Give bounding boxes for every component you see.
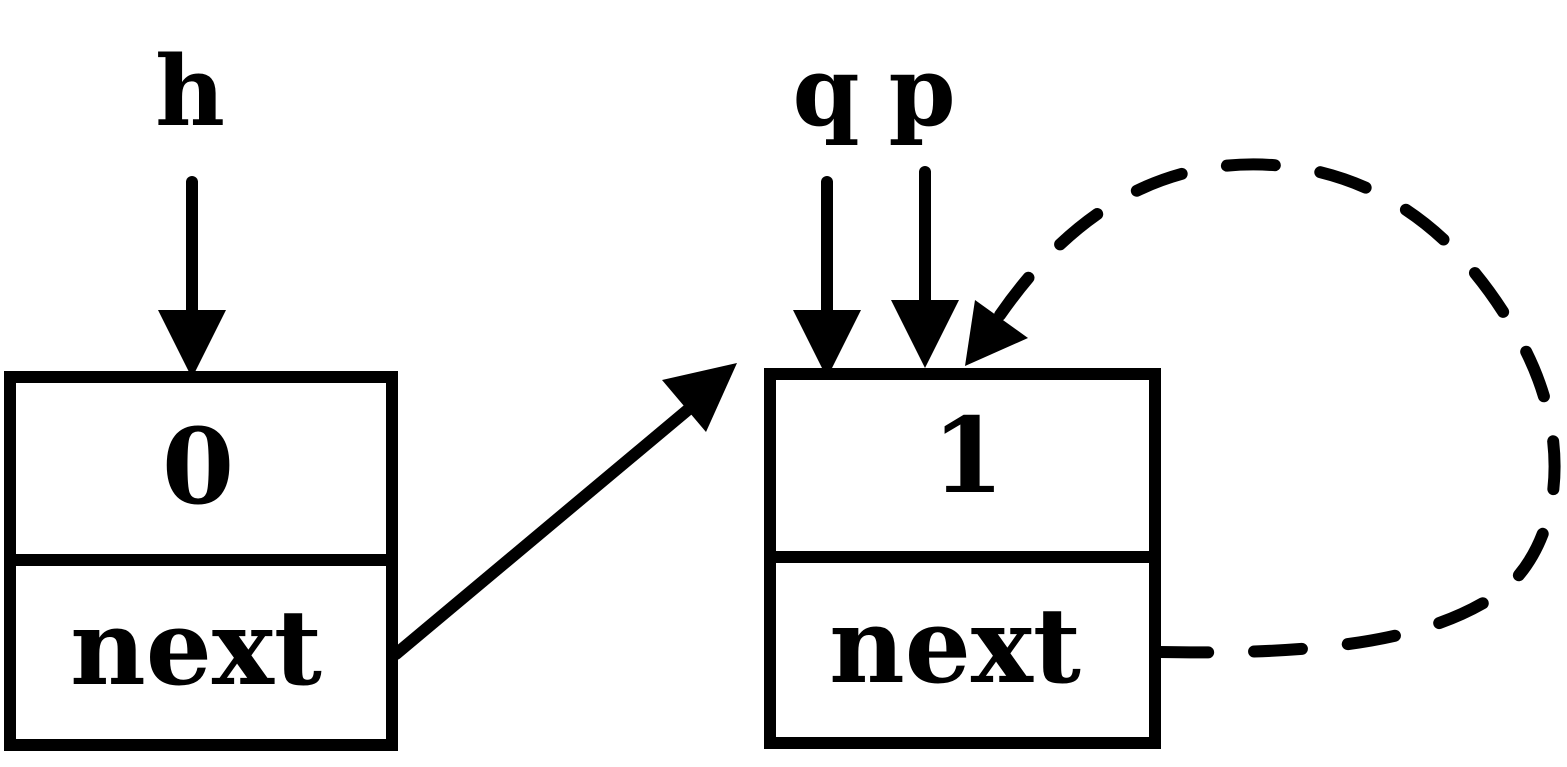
self-loop-dashed-line xyxy=(994,158,1561,659)
node-1-value: 1 xyxy=(932,394,1004,517)
pointer-h-label: h xyxy=(155,35,225,148)
pointer-q: q xyxy=(792,35,861,378)
link-node0-to-node1 xyxy=(390,363,737,660)
link-node0-arrowhead xyxy=(662,363,737,432)
pointer-p-arrowhead xyxy=(891,300,959,368)
pointer-q-arrowhead xyxy=(793,310,861,378)
link-node0-line xyxy=(390,402,696,660)
pointer-p-label: p xyxy=(888,35,955,148)
node-0-value: 0 xyxy=(162,405,234,528)
list-node-1: 1 next xyxy=(764,368,1161,749)
pointer-q-label: q xyxy=(792,35,859,148)
pointer-p: p xyxy=(888,35,959,368)
pointer-h: h xyxy=(155,35,226,378)
self-loop-arrowhead xyxy=(965,300,1028,366)
link-node1-self-loop xyxy=(965,158,1561,659)
pointer-h-arrowhead xyxy=(158,310,226,378)
node-0-next-field: next xyxy=(70,586,322,709)
node-1-next-field: next xyxy=(829,584,1081,707)
list-node-0: 0 next xyxy=(4,371,398,751)
